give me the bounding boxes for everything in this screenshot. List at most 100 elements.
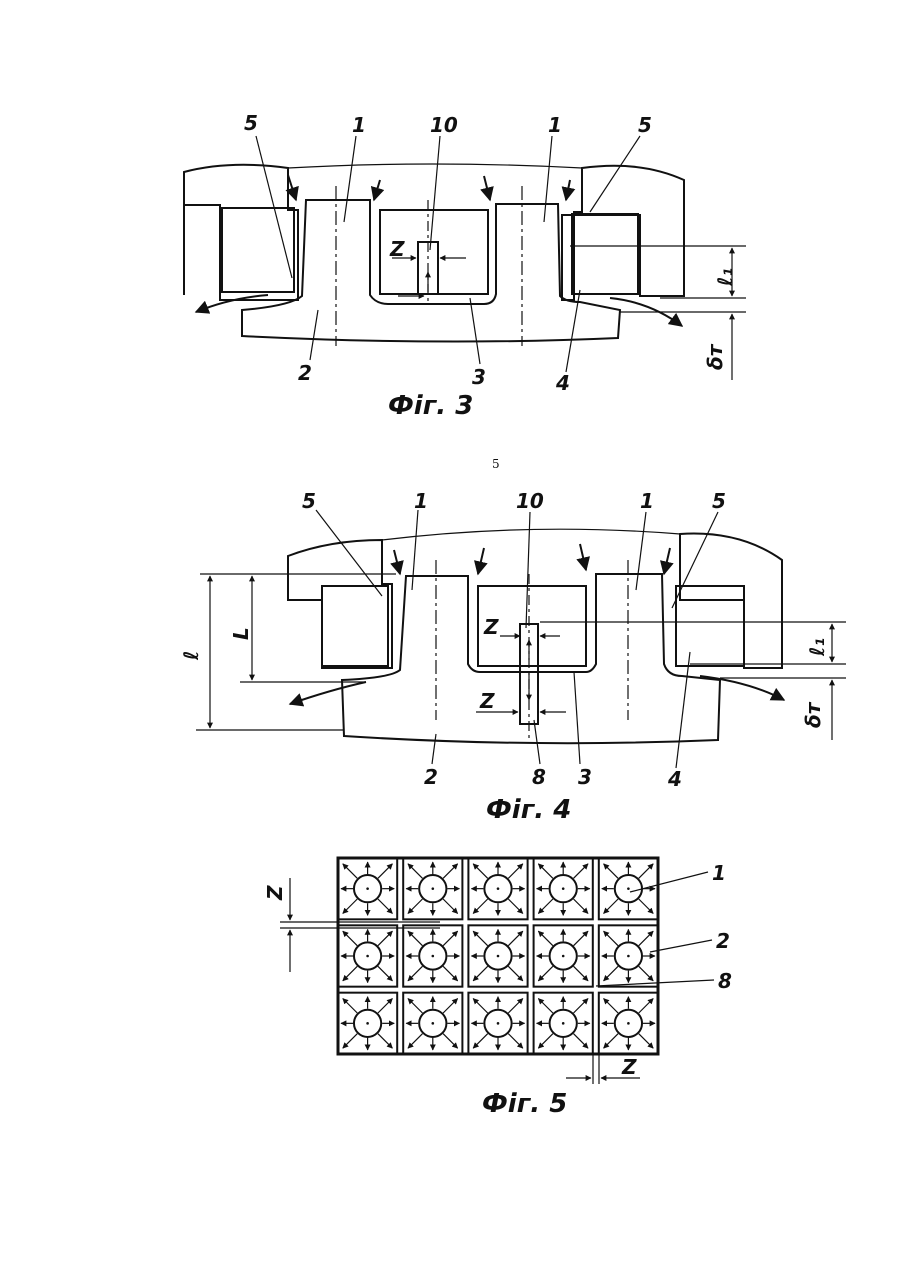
flow-arrow: [443, 1034, 457, 1048]
cell-3-2: [403, 993, 462, 1054]
fig3-label-3: 3: [472, 365, 486, 389]
flow-arrow: [604, 931, 618, 945]
flow-arrow: [378, 931, 392, 945]
fig3-label-10: 10: [430, 113, 458, 137]
flow-arrow: [443, 966, 457, 980]
cell-2-3: [468, 925, 527, 986]
fig4-dim-l1: ℓ₁: [805, 638, 829, 657]
upper-body-right: [562, 166, 684, 300]
flow-arrow: [508, 966, 522, 980]
flow-arrow: [508, 864, 522, 878]
seal-right: [572, 214, 638, 294]
fig3-label-2: 2: [298, 361, 312, 385]
flow-arrow: [574, 931, 588, 945]
flow-arrow: [343, 999, 357, 1013]
flow-arrow: [574, 864, 588, 878]
flow-arrow: [639, 864, 653, 878]
fig4-label-z1: Z: [483, 615, 499, 639]
fig3-label-z: Z: [389, 237, 405, 261]
fig3-dim-l1: ℓ₁: [713, 268, 737, 287]
upper-body-right: [680, 534, 782, 668]
flow-arrow: [604, 966, 618, 980]
base-plate: [342, 574, 720, 743]
cell-3-3: [468, 993, 527, 1054]
flow-arrow: [574, 966, 588, 980]
seal-right: [676, 586, 744, 666]
fig4-label-3: 3: [578, 765, 592, 789]
cell-3-5: [599, 993, 658, 1054]
flow-arrow: [473, 966, 487, 980]
fig4-label-4: 4: [667, 767, 682, 791]
flow-arrow: [473, 864, 487, 878]
flow-arrow: [604, 864, 618, 878]
flow-arrow: [604, 899, 618, 913]
flow-arrow: [343, 864, 357, 878]
fig4-dim-L: L: [229, 627, 253, 640]
fig3-label-4: 4: [555, 371, 570, 395]
flow-arrow: [508, 999, 522, 1013]
flow-arrow: [443, 864, 457, 878]
flow-arrow: [574, 999, 588, 1013]
fig4-label-10: 10: [516, 489, 544, 513]
fig3-dim-delta: δт: [703, 343, 727, 370]
fig4-dim-delta: δт: [801, 701, 825, 728]
flow-arrow: [473, 899, 487, 913]
flow-arrow: [408, 999, 422, 1013]
fig5-label-zv: Z: [263, 885, 287, 901]
fig4-label-5a: 5: [302, 489, 316, 513]
upper-body-left: [288, 540, 392, 668]
seal-left: [222, 208, 294, 292]
fig3-caption: Фіг. 3: [388, 391, 473, 421]
flow-arrow: [538, 999, 552, 1013]
cell-3-4: [534, 993, 593, 1054]
flow-arrow: [538, 899, 552, 913]
flow-arrow: [408, 966, 422, 980]
flow-arrow: [639, 999, 653, 1013]
fig4-caption: Фіг. 4: [486, 795, 571, 825]
flow-arrow: [408, 1034, 422, 1048]
flow-arrow: [473, 1034, 487, 1048]
flow-arrow: [473, 931, 487, 945]
page-number: 5: [492, 457, 500, 471]
cell-2-4: [534, 925, 593, 986]
fig4-label-5b: 5: [712, 489, 726, 513]
flow-arrow: [443, 899, 457, 913]
flow-arrow: [408, 899, 422, 913]
cell-1-4: [534, 858, 593, 919]
fig4-label-2: 2: [424, 765, 438, 789]
flow-arrow: [604, 999, 618, 1013]
fig5-label-8: 8: [718, 969, 732, 993]
flow-arrow: [604, 1034, 618, 1048]
flow-arrow: [343, 1034, 357, 1048]
fig4-label-8: 8: [532, 765, 546, 789]
flow-arrow: [574, 1034, 588, 1048]
fig5-label-zh: Z: [621, 1055, 637, 1079]
figure-4: 5 1 10 1 5 2 8 3 4 Z Z L ℓ ℓ₁ δт Фіг. 4: [179, 489, 846, 825]
flow-arrow: [508, 931, 522, 945]
flow-arrow: [538, 1034, 552, 1048]
fig4-dim-e: ℓ: [179, 651, 203, 661]
flow-arrow: [639, 931, 653, 945]
flow-arrow: [378, 864, 392, 878]
flow-arrow: [508, 899, 522, 913]
flow-arrow: [378, 999, 392, 1013]
flow-arrow: [343, 899, 357, 913]
figure-3: 5 1 10 1 5 2 3 4 Z ℓ₁ δт Фіг. 3: [184, 111, 746, 421]
cell-2-1: [338, 925, 397, 986]
cell-1-1: [338, 858, 397, 919]
flow-arrow: [343, 931, 357, 945]
flow-arrow: [538, 864, 552, 878]
fig4-label-z2: Z: [479, 689, 495, 713]
cell-1-2: [403, 858, 462, 919]
flow-arrow: [639, 899, 653, 913]
cell-2-5: [599, 925, 658, 986]
flow-arrow: [378, 966, 392, 980]
flow-arrow: [408, 864, 422, 878]
flow-arrow: [574, 899, 588, 913]
fig3-label-5a: 5: [244, 111, 258, 135]
flow-arrow: [343, 966, 357, 980]
fig5-caption: Фіг. 5: [482, 1089, 567, 1119]
flow-arrow: [639, 1034, 653, 1048]
cell-2-2: [403, 925, 462, 986]
